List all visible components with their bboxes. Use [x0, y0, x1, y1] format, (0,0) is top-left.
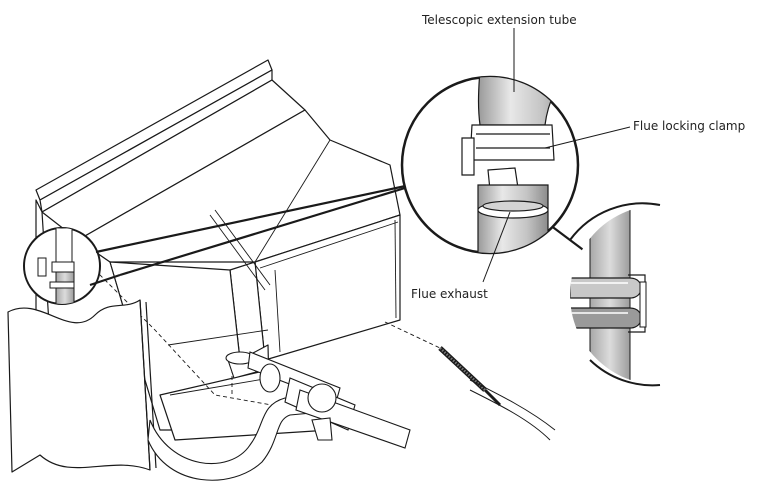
label-flue-locking-clamp: Flue locking clamp [633, 119, 746, 133]
front-panel [7, 299, 157, 473]
detail-callout-small [23, 227, 101, 305]
flue-pipes [147, 351, 411, 481]
gas-hose [438, 346, 556, 441]
detail-callout-large [400, 75, 580, 255]
label-telescopic-extension-tube: Telescopic extension tube [422, 13, 577, 27]
label-flue-exhaust: Flue exhaust [411, 287, 488, 301]
label-leaders [482, 28, 631, 283]
heater-cabinet [35, 59, 401, 441]
detail-callout-cutaway [569, 202, 750, 387]
